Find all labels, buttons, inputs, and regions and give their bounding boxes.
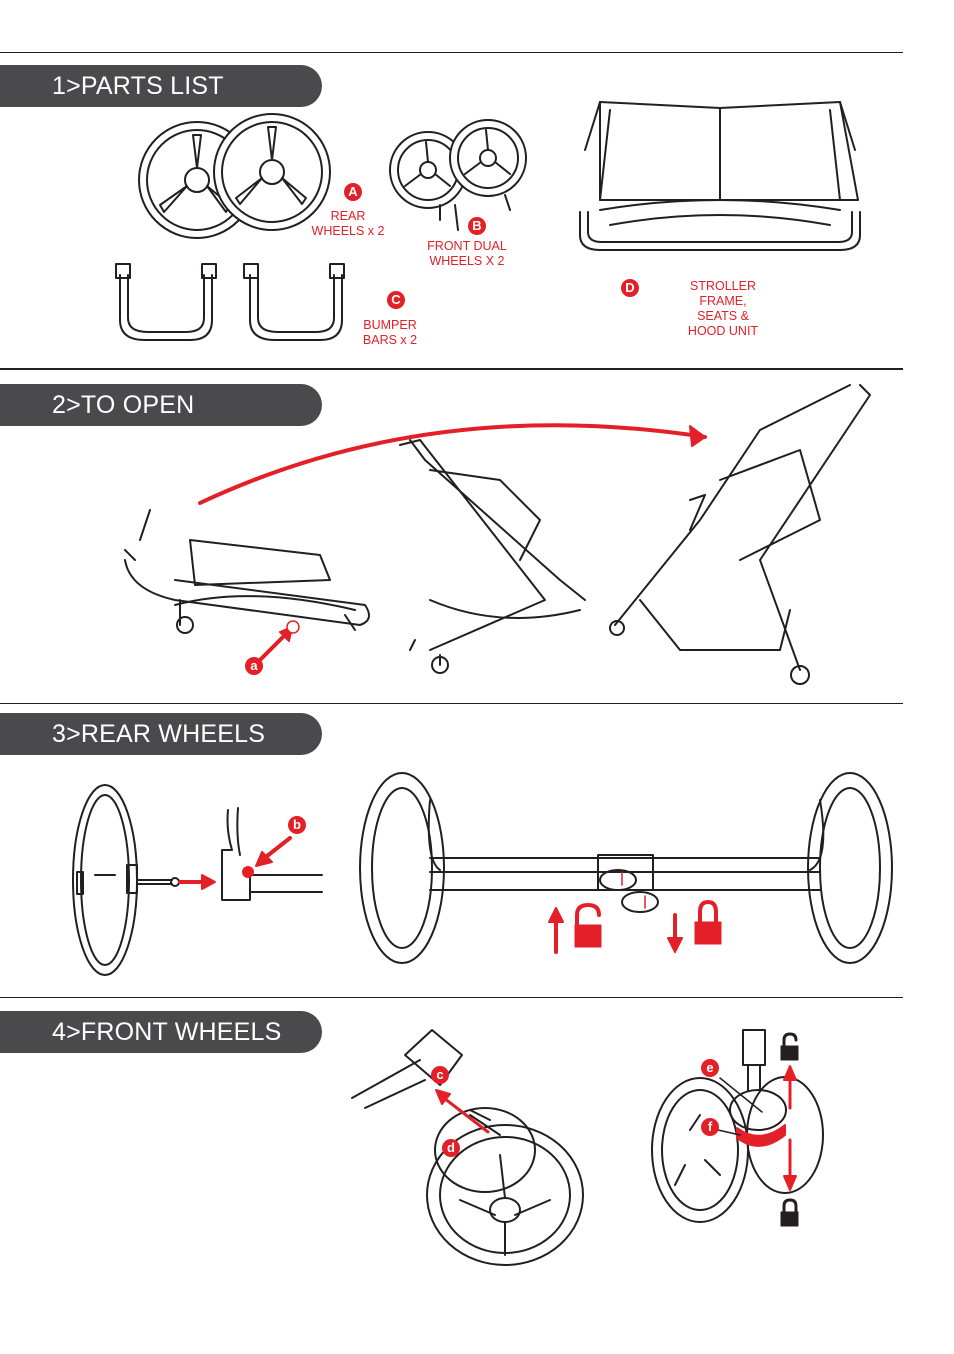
stroller-frame-drawing <box>579 101 861 251</box>
bumper-bars-drawing <box>115 263 345 341</box>
section-rear-wheels: 3>REAR WHEELS <box>0 713 322 755</box>
label-rear-wheels-text: REAR WHEELS x 2 <box>311 209 385 238</box>
label-stroller-frame: STROLLER FRAME, SEATS & HOOD UNIT <box>670 279 776 339</box>
badge-a-part: A <box>344 183 362 201</box>
rule-1 <box>0 368 903 370</box>
rear-wheels-drawing <box>138 113 331 239</box>
section-parts-list: 1>PARTS LIST <box>0 65 322 107</box>
lock-closed-icon <box>780 1198 799 1227</box>
label-front-wheels-text: FRONT DUAL WHEELS X 2 <box>427 239 507 268</box>
lock-open-icon <box>548 903 602 954</box>
step-e-badge: e <box>701 1059 719 1077</box>
badge-d-part: D <box>621 279 639 297</box>
label-bumper-bars-text: BUMPER BARS x 2 <box>362 318 418 347</box>
badge-c-part: C <box>387 291 405 309</box>
rule-2 <box>0 703 903 704</box>
label-bumper-bars: BUMPER BARS x 2 <box>348 318 432 348</box>
front-wheel-attach-drawing <box>351 1029 584 1266</box>
open-stroller-drawing <box>609 384 871 685</box>
label-rear-wheels: REAR WHEELS x 2 <box>300 209 396 239</box>
front-wheel-lock-drawing <box>651 1029 824 1223</box>
open-arc-arrow <box>198 423 707 505</box>
section-to-open: 2>TO OPEN <box>0 384 322 426</box>
step-c-badge: c <box>431 1066 449 1084</box>
front-wheels-drawing <box>389 119 527 231</box>
step-b-badge: b <box>288 816 306 834</box>
rule-top <box>0 52 903 53</box>
step-d-badge: d <box>442 1139 460 1157</box>
half-open-stroller-drawing <box>399 439 586 674</box>
folded-stroller-drawing <box>124 509 370 634</box>
rear-axle-drawing <box>359 772 893 964</box>
lock-open-icon <box>780 1032 799 1061</box>
lock-closed-icon <box>667 900 722 953</box>
step-f-badge: f <box>701 1118 719 1136</box>
badge-b-part: B <box>468 217 486 235</box>
section-front-wheels: 4>FRONT WHEELS <box>0 1011 322 1053</box>
label-front-wheels: FRONT DUAL WHEELS X 2 <box>412 239 522 269</box>
step-a-badge: a <box>245 657 263 675</box>
rule-3 <box>0 997 903 998</box>
label-stroller-frame-text: STROLLER FRAME, SEATS & HOOD UNIT <box>687 279 759 338</box>
rear-wheel-attach-drawing <box>72 784 323 976</box>
